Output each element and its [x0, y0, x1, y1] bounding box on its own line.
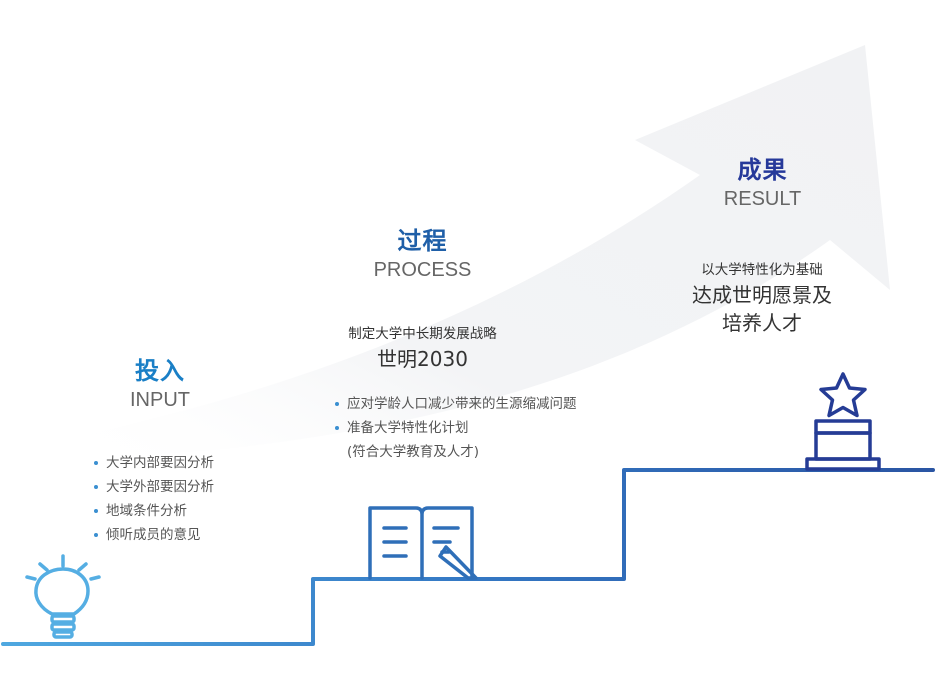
- stage-input: 投入 INPUT: [100, 356, 220, 414]
- list-item: 应对学龄人口减少带来的生源缩减问题: [335, 392, 577, 416]
- list-item: 倾听成员的意见: [94, 523, 214, 547]
- process-title-cn: 过程: [397, 227, 448, 255]
- input-title-cn: 投入: [135, 357, 185, 385]
- bullet-dot-icon: [94, 461, 98, 465]
- list-item: 地域条件分析: [94, 499, 214, 523]
- bullet-dot-icon: [94, 485, 98, 489]
- list-item: 大学内部要因分析: [94, 451, 214, 475]
- open-book-pencil-icon: [368, 506, 478, 580]
- bullet-dot-icon: [94, 533, 98, 537]
- result-title-en: RESULT: [723, 188, 802, 210]
- result-title-cn: 成果: [737, 156, 788, 184]
- list-item: 准备大学特性化计划 (符合大学教育及人才): [335, 416, 577, 464]
- list-item: 大学外部要因分析: [94, 475, 214, 499]
- bullet-dot-icon: [94, 509, 98, 513]
- process-bullet-list: 应对学龄人口减少带来的生源缩减问题 准备大学特性化计划 (符合大学教育及人才): [335, 392, 577, 464]
- input-title-en: INPUT: [130, 389, 190, 411]
- stage-process: 过程 PROCESS: [350, 226, 495, 284]
- process-subtitle-big: 世明2030: [377, 347, 468, 371]
- stage-result: 成果 RESULT: [700, 155, 825, 213]
- lightbulb-icon: [25, 554, 101, 639]
- result-subtitle-big-line1: 达成世明愿景及: [692, 283, 832, 307]
- list-item-continuation: (符合大学教育及人才): [347, 444, 480, 460]
- result-subtitle-big-line2: 培养人才: [722, 311, 802, 335]
- process-subtitle-small: 制定大学中长期发展战略: [348, 326, 497, 342]
- result-subtitle-small: 以大学特性化为基础: [701, 262, 823, 278]
- process-subtitle: 制定大学中长期发展战略 世明2030: [330, 323, 515, 373]
- process-title-en: PROCESS: [373, 259, 472, 281]
- input-bullet-list: 大学内部要因分析 大学外部要因分析 地域条件分析 倾听成员的意见: [94, 451, 214, 547]
- trophy-star-icon: [805, 372, 881, 471]
- bullet-dot-icon: [335, 426, 339, 430]
- result-subtitle: 以大学特性化为基础 达成世明愿景及 培养人才: [672, 259, 852, 337]
- bullet-dot-icon: [335, 402, 339, 406]
